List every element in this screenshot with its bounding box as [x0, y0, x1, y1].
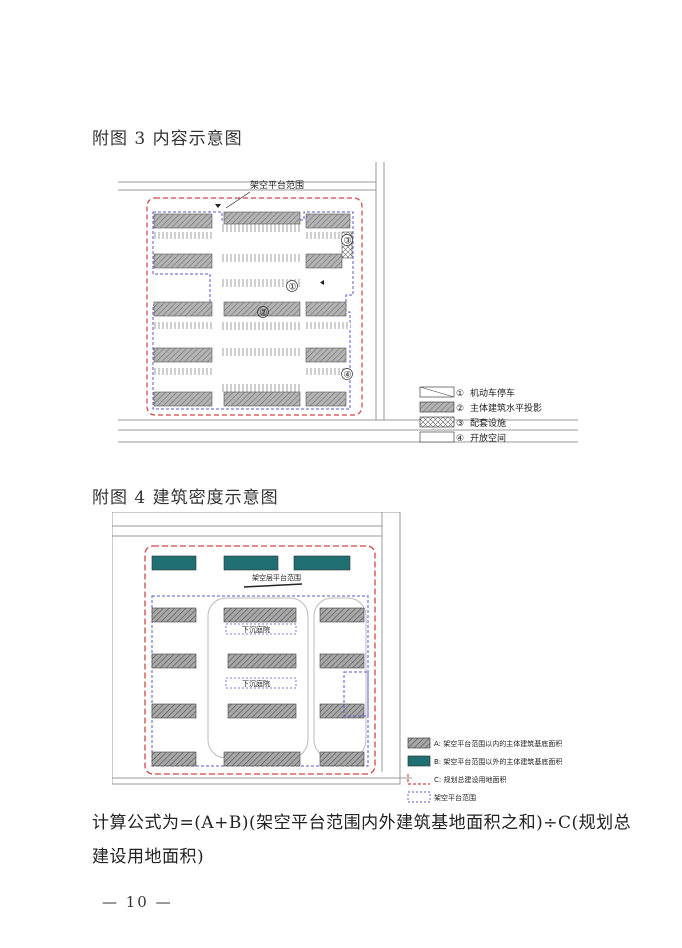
legend-platform: 架空平台范围	[434, 793, 476, 802]
buildings	[153, 211, 351, 407]
figure3-site-plan: 架空平台范围 ① ② ③ ④ ① 机动车停车 ② 主体建筑水平投影 ③ 配套设施…	[118, 162, 578, 444]
figure4-caption: 附图 4 建筑密度示意图	[92, 488, 279, 508]
fig4-roads	[112, 512, 412, 785]
teal-buildings	[151, 555, 351, 571]
legend-c: C: 规划总建设用地面积	[434, 775, 506, 784]
gray-buildings	[151, 607, 365, 767]
legend-b: B: 架空平台范围以外的主体建筑基底面积	[434, 757, 562, 766]
marker-3: ③	[344, 237, 352, 247]
legend-1-num: ①	[456, 389, 464, 399]
figure4-density-plan: 下沉庭院 下沉庭院 架空层平台范围 A: 架空平台范围以内的主体建筑基底面积 B…	[112, 512, 562, 803]
fig3-platform-label: 架空平台范围	[250, 179, 304, 191]
legend-1-text: 机动车停车	[470, 387, 515, 399]
marker-1: ①	[289, 283, 297, 293]
legend-2-num: ②	[456, 404, 464, 414]
site-boundary	[146, 197, 363, 416]
fig3-legend: ① 机动车停车 ② 主体建筑水平投影 ③ 配套设施 ④ 开放空间	[419, 386, 542, 444]
map-markers: ① ② ③ ④	[257, 234, 353, 381]
figure3-caption: 附图 3 内容示意图	[92, 129, 243, 149]
legend-3-text: 配套设施	[470, 417, 506, 429]
fig4-site-boundary	[144, 545, 376, 775]
sunken-label-2: 下沉庭院	[242, 679, 270, 688]
legend-a: A: 架空平台范围以内的主体建筑基底面积	[434, 739, 562, 748]
legend-2-text: 主体建筑水平投影	[470, 402, 542, 414]
parking-rows	[154, 224, 350, 392]
legend-4-num: ④	[456, 434, 464, 444]
fig4-platform-outline	[151, 595, 369, 767]
legend-3-num: ③	[456, 419, 464, 429]
legend-4-text: 开放空间	[470, 432, 506, 444]
roads	[118, 162, 578, 443]
fig4-legend: A: 架空平台范围以内的主体建筑基底面积 B: 架空平台范围以外的主体建筑基底面…	[407, 737, 562, 803]
sunken-label-1: 下沉庭院	[242, 625, 270, 634]
fig4-platform-label: 架空层平台范围	[252, 573, 301, 582]
marker-2: ②	[260, 309, 268, 319]
density-formula: 计算公式为=(A+B)(架空平台范围内外建筑基地面积之和)÷C(规划总建设用地面…	[92, 813, 632, 867]
page-number: — 10 —	[102, 893, 173, 911]
marker-4: ④	[344, 371, 352, 381]
